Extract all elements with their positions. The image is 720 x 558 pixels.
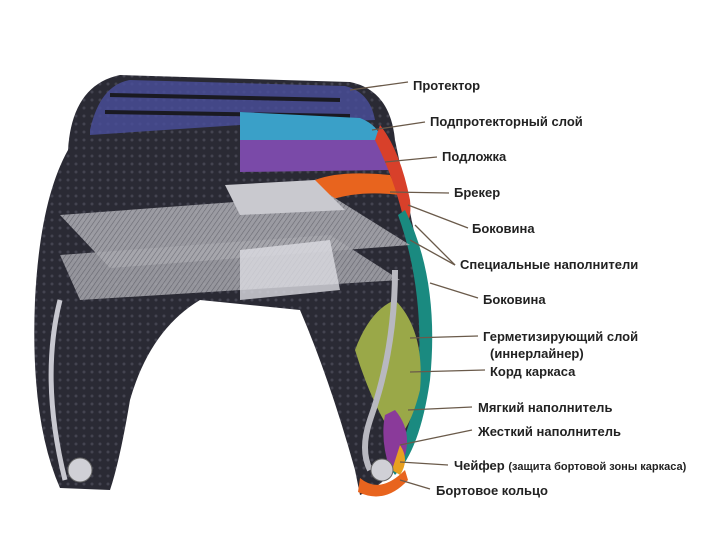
label-chafer-name: Чейфер [454,458,505,473]
innerliner-layer [355,300,421,440]
label-undertread: Подпротекторный слой [430,114,583,129]
cord-ply-3 [225,180,345,215]
label-special-fillers: Специальные наполнители [460,257,639,272]
label-soft-filler: Мягкий наполнитель [478,400,613,415]
label-chafer: Чейфер (защита бортовой зоны каркаса) [454,459,686,474]
label-sidewall-2: Боковина [483,292,546,307]
cord-ply-4 [240,240,340,300]
label-hard-filler: Жесткий наполнитель [478,424,622,439]
label-innerliner: (иннерлайнер) [490,346,584,361]
sidewall-red [375,125,411,225]
label-carcass-cord: Корд каркаса [490,364,576,379]
label-bead-ring: Бортовое кольцо [436,483,548,498]
label-breaker: Брекер [454,185,501,200]
bead-ring-right [370,458,394,482]
label-sidewall-1: Боковина [472,221,535,236]
leader-lines [349,81,486,490]
label-base: Подложка [442,149,507,164]
bead-ring-left [67,457,93,483]
chafer-layer [358,470,408,497]
label-sealing-layer: Герметизирующий слой [483,329,639,344]
label-tread: Протектор [413,78,481,93]
label-chafer-note: (защита бортовой зоны каркаса) [508,461,687,473]
undertread-layer [240,112,382,140]
base-layer [240,140,395,172]
breaker-layer [315,173,400,200]
hard-filler [392,445,405,475]
